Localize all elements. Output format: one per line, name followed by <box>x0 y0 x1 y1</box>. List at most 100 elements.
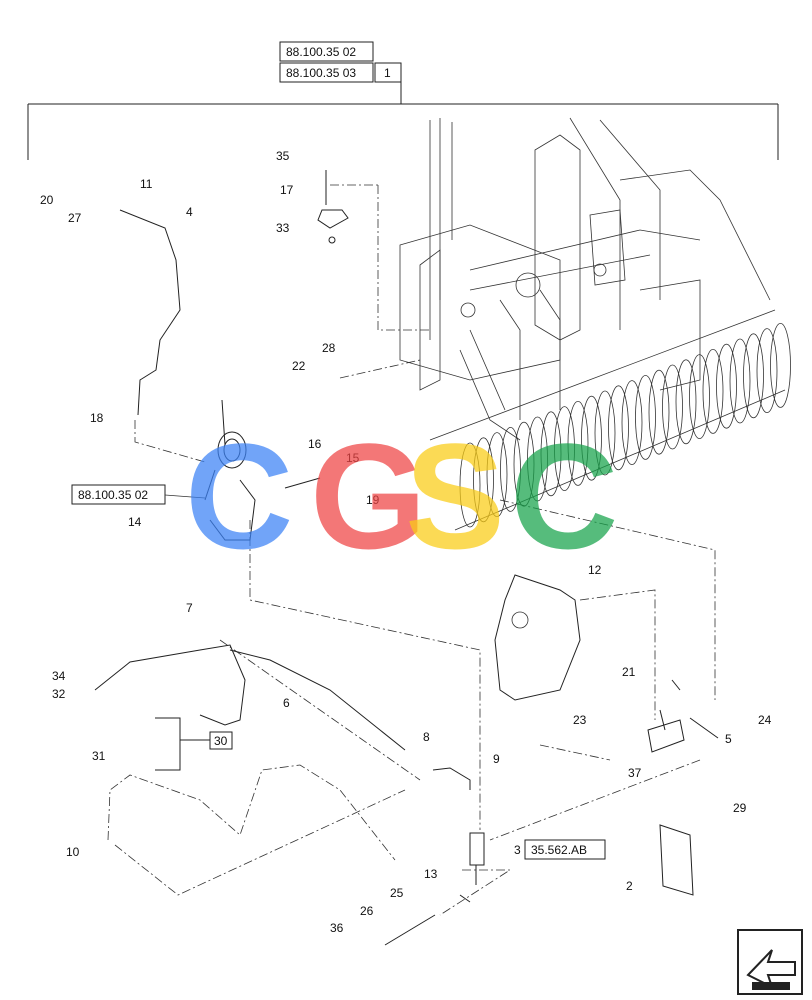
callout-21: 21 <box>622 665 636 679</box>
callout-16: 16 <box>308 437 322 451</box>
watermark-letter: C <box>185 412 293 580</box>
reel-tine <box>608 385 629 471</box>
reel-tine <box>527 416 548 502</box>
svg-text:88.100.35 02: 88.100.35 02 <box>78 488 148 502</box>
callout-6: 6 <box>283 696 290 710</box>
cylinder-part-3 <box>469 832 485 885</box>
hose-34 <box>94 644 246 726</box>
callout-11: 11 <box>140 177 153 191</box>
rod-part <box>119 209 181 416</box>
callout-labels: 2027114351733282218161519141273432631892… <box>40 149 772 935</box>
callout-7: 7 <box>186 601 193 615</box>
callout-23: 23 <box>573 713 587 727</box>
clip-21 <box>671 679 681 691</box>
callout-36: 36 <box>330 921 344 935</box>
svg-text:35.562.AB: 35.562.AB <box>531 843 587 857</box>
callout-9: 9 <box>493 752 500 766</box>
svg-text:88.100.35 02: 88.100.35 02 <box>286 45 356 59</box>
pin-13 <box>459 894 471 903</box>
watermark-letter: S <box>405 412 505 580</box>
callout-10: 10 <box>66 845 80 859</box>
nut-33 <box>328 236 336 244</box>
reel-tine <box>581 395 602 481</box>
callout-31: 31 <box>92 749 106 763</box>
latch-37 <box>647 709 685 753</box>
callout-14: 14 <box>128 515 142 529</box>
reel-tine <box>459 442 481 528</box>
reel-tine <box>635 374 656 460</box>
ref-box-top-a[interactable]: 88.100.35 02 <box>279 41 374 62</box>
reel-tine <box>554 406 575 492</box>
callout-15: 15 <box>346 451 360 465</box>
callout-33: 33 <box>276 221 290 235</box>
watermark-letter: C <box>510 412 618 580</box>
ref-box-35562[interactable]: 35.562.AB <box>524 839 606 860</box>
leader-lines <box>114 184 716 916</box>
reel-outline <box>429 309 786 531</box>
reel-tine <box>729 338 751 424</box>
reel-tine <box>621 380 643 466</box>
bolt-36 <box>384 914 436 946</box>
callout-17: 17 <box>280 183 294 197</box>
callout-37: 37 <box>628 766 642 780</box>
plate-part-2 <box>659 824 694 896</box>
reel-tine <box>689 354 710 440</box>
callout-3: 3 <box>514 843 521 857</box>
ref-box-left[interactable]: 88.100.35 02 <box>71 484 206 505</box>
watermark-letter: G <box>310 412 427 580</box>
callout-28: 28 <box>322 341 336 355</box>
reel-tine <box>648 369 670 455</box>
reel-tine <box>513 421 535 507</box>
reel-tine <box>770 322 791 408</box>
bracket-30 <box>155 717 210 771</box>
hose-31 <box>107 764 396 861</box>
callout-24: 24 <box>758 713 772 727</box>
reel-tine <box>675 359 697 445</box>
reel-tine <box>716 343 737 429</box>
svg-text:88.100.35 03: 88.100.35 03 <box>286 66 356 80</box>
reel-tine <box>743 333 764 419</box>
reel-tine <box>486 432 508 518</box>
reel-tine <box>594 390 616 476</box>
callout-19: 19 <box>366 493 380 507</box>
callout-27: 27 <box>68 211 82 225</box>
bracket-9 <box>432 767 471 790</box>
bracket-part <box>317 209 349 229</box>
callout-5: 5 <box>725 732 732 746</box>
reel-tine <box>662 364 683 450</box>
reel-tine <box>500 426 521 512</box>
svg-text:30: 30 <box>214 734 228 748</box>
callout-25: 25 <box>390 886 404 900</box>
callout-2: 2 <box>626 879 633 893</box>
qty-box: 1 <box>374 62 402 83</box>
callout-4: 4 <box>186 205 193 219</box>
callout-8: 8 <box>423 730 430 744</box>
reel-tine <box>702 348 724 434</box>
reel-tine <box>756 328 778 414</box>
shield-panel-12 <box>494 574 581 701</box>
svg-text:1: 1 <box>384 66 391 80</box>
reel-tine <box>567 400 589 486</box>
callout-34: 34 <box>52 669 66 683</box>
callout-22: 22 <box>292 359 306 373</box>
pin-5 <box>689 717 719 739</box>
hose-upper <box>229 649 406 751</box>
callout-35: 35 <box>276 149 290 163</box>
reel-tine <box>473 437 494 523</box>
callout-29: 29 <box>733 801 747 815</box>
callout-26: 26 <box>360 904 374 918</box>
callout-18: 18 <box>90 411 104 425</box>
reel-tine <box>540 411 562 497</box>
callout-12: 12 <box>588 563 602 577</box>
group-box-30[interactable] <box>209 731 233 750</box>
callout-13: 13 <box>424 867 438 881</box>
pickup-reel <box>459 322 791 528</box>
spring-assembly <box>204 399 321 541</box>
ref-box-top-b[interactable]: 88.100.35 03 <box>279 62 374 83</box>
baler-frame <box>399 117 771 441</box>
arrow-icon[interactable] <box>737 929 803 995</box>
callout-32: 32 <box>52 687 66 701</box>
assembly-bracket <box>27 82 779 160</box>
